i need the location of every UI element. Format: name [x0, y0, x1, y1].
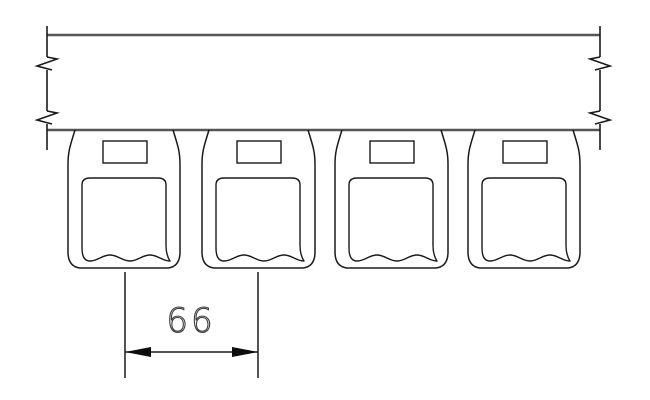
fixture-2[interactable]: [201, 129, 316, 269]
fixture-1[interactable]: [67, 129, 181, 269]
fixture-1-label-plate: [102, 140, 148, 164]
fixture-1-body-outline: [67, 129, 181, 269]
break-symbol-right-bottom: [586, 110, 613, 125]
fixture-4-body-outline: [467, 129, 581, 269]
fixture-4-inner-lens: [481, 177, 571, 262]
fixture-3-label-plate: [369, 140, 415, 164]
fixture-4[interactable]: [467, 129, 581, 269]
fixture-1-inner-lens: [81, 177, 171, 262]
dimension-arrowhead-right-icon: [232, 347, 258, 357]
break-symbol-left-bottom: [34, 110, 61, 125]
fixture-3-body-outline: [334, 129, 449, 269]
ceiling-slab-group: [34, 26, 613, 150]
fixture-2-label-plate: [236, 140, 282, 164]
fixture-2-body-outline: [201, 129, 316, 269]
break-symbol-right-top: [586, 56, 613, 71]
dimension-arrowhead-left-icon: [125, 347, 151, 357]
fixture-4-label-plate: [502, 140, 548, 164]
break-symbol-left-top: [34, 56, 61, 71]
spacing-dimension[interactable]: 66: [124, 272, 259, 378]
fixture-3-inner-lens: [348, 177, 438, 262]
fixture-2-inner-lens: [215, 177, 305, 262]
dimension-value-text: 66: [166, 301, 215, 341]
fixture-3[interactable]: [334, 129, 449, 269]
